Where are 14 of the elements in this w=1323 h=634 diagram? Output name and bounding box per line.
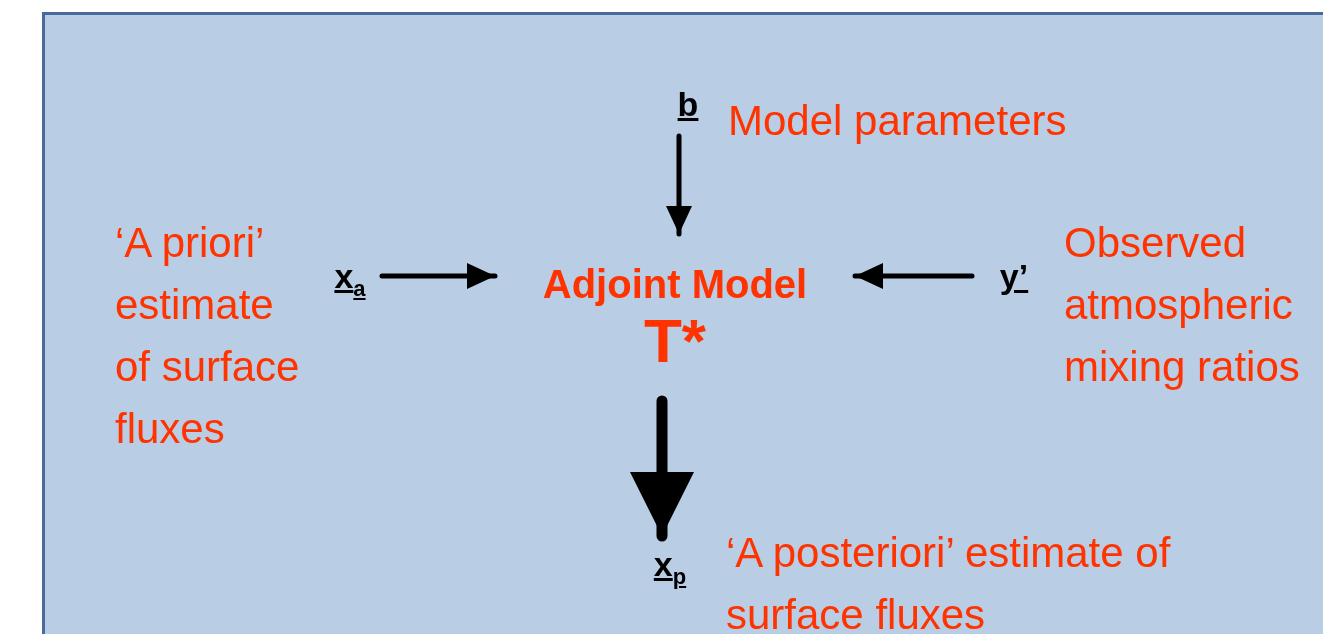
arrow (379, 263, 498, 289)
arrow (666, 133, 692, 237)
description-text: ‘A posteriori’ estimate of surface fluxes (726, 528, 1172, 634)
arrow (630, 395, 694, 542)
variable-symbol: x$_{p}$ (653, 544, 687, 591)
description-text: Model parameters (728, 96, 1068, 146)
variable-symbol: x$_{a}$ (334, 256, 366, 303)
variable-symbol: y’ (999, 256, 1029, 296)
variable-symbol: b (677, 84, 699, 124)
arrow (852, 263, 975, 289)
operator-symbol: T* (644, 308, 706, 374)
description-text: ‘A priori’ estimate of surface fluxes (115, 218, 301, 454)
description-text: Observed atmospheric mixing ratios (1064, 218, 1301, 392)
model-name: Adjoint Model (542, 261, 808, 308)
